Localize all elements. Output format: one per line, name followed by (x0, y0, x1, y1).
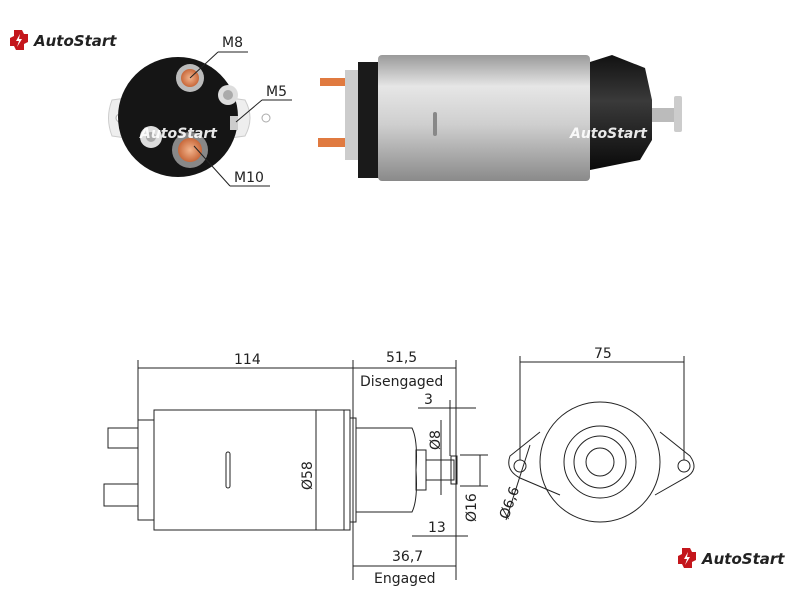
end-view-drawing: 75 Ø6,6 (497, 346, 695, 523)
brand-name: AutoStart (33, 32, 117, 50)
label-disengaged: Disengaged (360, 374, 443, 390)
end-view-photo: AutoStart M8 M5 M10 (108, 35, 292, 187)
dim-length: 114 (234, 352, 261, 368)
dim-disengaged: 51,5 (386, 350, 417, 366)
dim-body-dia: Ø58 (300, 461, 316, 490)
dim-shaft-length: 13 (428, 520, 446, 536)
label-engaged: Engaged (374, 571, 436, 587)
label-m8: M8 (222, 35, 243, 51)
dim-plunger-dia: Ø8 (428, 430, 444, 450)
dim-head-dia: Ø16 (464, 493, 480, 522)
side-view-photo: AutoStart (318, 55, 682, 181)
brand-name: AutoStart (701, 550, 785, 568)
watermark: AutoStart (569, 126, 648, 142)
logo-icon (10, 30, 28, 50)
label-m5: M5 (266, 84, 287, 100)
watermark: AutoStart (139, 126, 218, 142)
dim-engaged: 36,7 (392, 549, 423, 565)
dim-gap: 3 (424, 392, 433, 408)
dim-width: 75 (594, 346, 612, 362)
brand-logo-bottom: AutoStart (678, 548, 785, 568)
side-view-drawing: 114 51,5 Disengaged 3 Ø8 Ø58 Ø16 13 36,7… (103, 350, 488, 587)
label-m10: M10 (234, 170, 264, 186)
logo-icon (678, 548, 696, 568)
dim-hole-dia: Ø6,6 (497, 485, 523, 522)
brand-logo-top: AutoStart (10, 30, 117, 50)
